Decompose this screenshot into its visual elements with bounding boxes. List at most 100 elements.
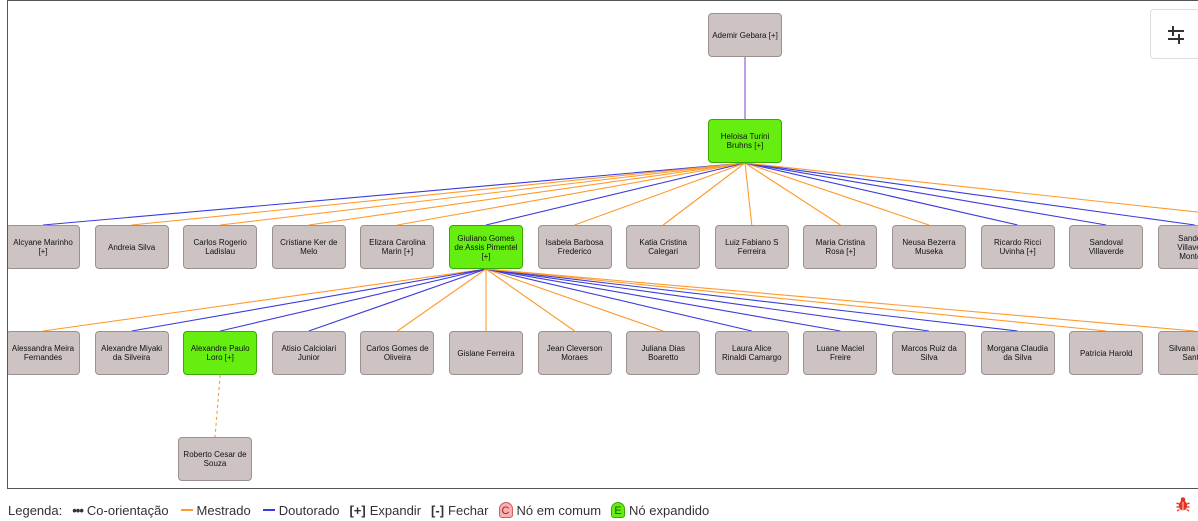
- node-label: Isabela Barbosa Frederico: [545, 238, 604, 256]
- edge-l2-l3: [485, 268, 575, 332]
- node-giuliano-gomes-de-assis-pimentel[interactable]: Giuliano Gomes de Assis Pimentel [+]: [449, 225, 523, 269]
- settings-button[interactable]: [1150, 9, 1198, 59]
- legend-label: Legenda:: [8, 502, 63, 518]
- node-luiz-fabiano-s-ferreira[interactable]: Luiz Fabiano S Ferreira: [714, 225, 789, 269]
- node-sandoval-villaverde-monteiro[interactable]: Sandoval Villaverde Monteiro: [1157, 225, 1198, 269]
- node-label: Marcos Ruiz da Silva: [901, 344, 957, 362]
- node-label: Cristiane Ker de Melo: [280, 238, 338, 256]
- node-label: Alexandre Miyaki da Silveira: [101, 344, 163, 362]
- edge-l2-l3: [485, 268, 930, 332]
- legend-coorientacao: Co-orientação: [86, 502, 169, 518]
- node-laura-alice-rinaldi-camargo[interactable]: Laura Alice Rinaldi Camargo: [714, 331, 789, 375]
- coorientacao-swatch: •••: [72, 502, 84, 518]
- edge-l1-l2: [662, 162, 746, 226]
- genealogy-diagram[interactable]: Ademir Gebara [+] Heloisa Turini Bruhns […: [7, 0, 1198, 489]
- node-silvana-darido-santos[interactable]: Silvana Darido Santos: [1157, 331, 1198, 375]
- expand-symbol: [+]: [349, 502, 366, 518]
- node-morgana-claudia-da-silva[interactable]: Morgana Claudia da Silva: [980, 331, 1055, 375]
- legend-expandido: Nó expandido: [629, 502, 710, 518]
- node-label: Roberto Cesar de Souza: [183, 450, 247, 468]
- node-ricardo-ricci-uvinha[interactable]: Ricardo Ricci Uvinha [+]: [980, 225, 1055, 269]
- node-luane-maciel-freire[interactable]: Luane Maciel Freire: [803, 331, 878, 375]
- edge-l1-l2: [485, 162, 746, 226]
- node-label: Neusa Bezerra Museka: [902, 238, 956, 256]
- node-label: Alexandre Paulo Loro [+]: [190, 344, 250, 362]
- node-roberto-cesar-de-souza[interactable]: Roberto Cesar de Souza: [178, 437, 252, 481]
- node-label: Alessandra Meira Fernandes: [11, 344, 75, 362]
- node-jean-cleverson-moraes[interactable]: Jean Cleverson Moraes: [537, 331, 612, 375]
- node-label: Luane Maciel Freire: [816, 344, 865, 362]
- node-label: Juliana Dias Boaretto: [641, 344, 685, 362]
- node-gislane-ferreira[interactable]: Gislane Ferreira: [449, 331, 523, 375]
- doutorado-swatch: [262, 509, 275, 511]
- node-marcos-ruiz-da-silva[interactable]: Marcos Ruiz da Silva: [892, 331, 966, 375]
- legend: Legenda: ••• Co-orientação Mestrado Dout…: [8, 500, 713, 520]
- node-juliana-dias-boaretto[interactable]: Juliana Dias Boaretto: [626, 331, 701, 375]
- edge-l3-l4: [214, 374, 221, 438]
- node-label: Maria Cristina Rosa [+]: [815, 238, 866, 256]
- node-sandoval-villaverde[interactable]: Sandoval Villaverde: [1069, 225, 1144, 269]
- node-label: Jean Cleverson Moraes: [546, 344, 603, 362]
- edge-l1-l2: [744, 162, 1198, 213]
- node-cristiane-ker-de-melo[interactable]: Cristiane Ker de Melo: [271, 225, 346, 269]
- node-alexandre-paulo-loro[interactable]: Alexandre Paulo Loro [+]: [183, 331, 258, 375]
- node-label: Katia Cristina Calegari: [639, 238, 687, 256]
- node-alessandra-meira-fernandes[interactable]: Alessandra Meira Fernandes: [8, 331, 80, 375]
- edge-l1-l2: [744, 162, 1107, 226]
- edge-l1-l2: [744, 162, 930, 226]
- edge-l1-l2: [744, 162, 841, 226]
- node-label: Elizara Carolina Marin [+]: [369, 238, 426, 256]
- edge-l1-l2: [131, 162, 746, 226]
- node-label: Laura Alice Rinaldi Camargo: [722, 344, 782, 362]
- expanded-node-icon: E: [611, 502, 626, 518]
- legend-mestrado: Mestrado: [196, 502, 251, 518]
- node-heloisa-turini-bruhns[interactable]: Heloisa Turini Bruhns [+]: [708, 119, 782, 163]
- node-label: Carlos Gomes de Oliveira: [366, 344, 429, 362]
- bug-icon[interactable]: [1176, 496, 1190, 512]
- node-label: Heloisa Turini Bruhns [+]: [720, 132, 770, 150]
- node-maria-cristina-rosa[interactable]: Maria Cristina Rosa [+]: [803, 225, 878, 269]
- node-label: Atisio Calciolari Junior: [281, 344, 337, 362]
- edge-l2-l3: [397, 268, 487, 332]
- node-label: Ademir Gebara [+]: [712, 30, 778, 40]
- node-label: Gislane Ferreira: [457, 348, 515, 358]
- edge-l2-l3: [42, 268, 487, 332]
- node-ademir-gebara[interactable]: Ademir Gebara [+]: [708, 13, 782, 57]
- edge-l2-l3: [485, 268, 752, 332]
- edge-l1-l2: [397, 162, 746, 226]
- node-alcyane-marinho[interactable]: Alcyane Marinho [+]: [8, 225, 80, 269]
- node-andreia-silva[interactable]: Andreia Silva: [94, 225, 169, 269]
- edge-l1-l2: [42, 162, 746, 226]
- edge-l2-l3: [485, 268, 1195, 332]
- edge-l2-l3: [485, 268, 664, 332]
- node-isabela-barbosa-frederico[interactable]: Isabela Barbosa Frederico: [537, 225, 612, 269]
- node-katia-cristina-calegari[interactable]: Katia Cristina Calegari: [626, 225, 701, 269]
- node-atisio-calciolari-junior[interactable]: Atisio Calciolari Junior: [271, 331, 346, 375]
- node-label: Morgana Claudia da Silva: [987, 344, 1049, 362]
- node-label: Carlos Rogerio Ladislau: [193, 238, 247, 256]
- node-label: Sandoval Villaverde Monteiro: [1177, 233, 1198, 261]
- mestrado-swatch: [180, 509, 193, 511]
- node-carlos-rogerio-ladislau[interactable]: Carlos Rogerio Ladislau: [183, 225, 258, 269]
- edge-l2-l3: [485, 268, 1018, 332]
- edge-l2-l3: [308, 268, 487, 332]
- node-neusa-bezerra-museka[interactable]: Neusa Bezerra Museka: [892, 225, 966, 269]
- legend-expandir: Expandir: [369, 502, 422, 518]
- node-label: Patricia Harold: [1079, 348, 1133, 358]
- legend-comum: Nó em comum: [516, 502, 602, 518]
- edge-l2-l3: [485, 268, 1107, 332]
- edge-l1-l2: [308, 162, 746, 226]
- edge-l1-l2: [220, 162, 746, 226]
- edge-l1-l2: [574, 162, 746, 226]
- node-alexandre-miyaki-da-silveira[interactable]: Alexandre Miyaki da Silveira: [94, 331, 169, 375]
- node-elizara-carolina-marin[interactable]: Elizara Carolina Marin [+]: [360, 225, 435, 269]
- node-label: Sandoval Villaverde: [1088, 238, 1124, 256]
- node-patricia-harold[interactable]: Patricia Harold: [1069, 331, 1144, 375]
- node-label: Silvana Darido Santos: [1168, 344, 1198, 362]
- collapse-symbol: [-]: [431, 502, 445, 518]
- node-label: Giuliano Gomes de Assis Pimentel [+]: [454, 233, 518, 261]
- node-carlos-gomes-de-oliveira[interactable]: Carlos Gomes de Oliveira: [360, 331, 435, 375]
- edges-layer: [42, 57, 1198, 438]
- edge-l1-l2: [744, 162, 1195, 226]
- node-label: Ricardo Ricci Uvinha [+]: [994, 238, 1042, 256]
